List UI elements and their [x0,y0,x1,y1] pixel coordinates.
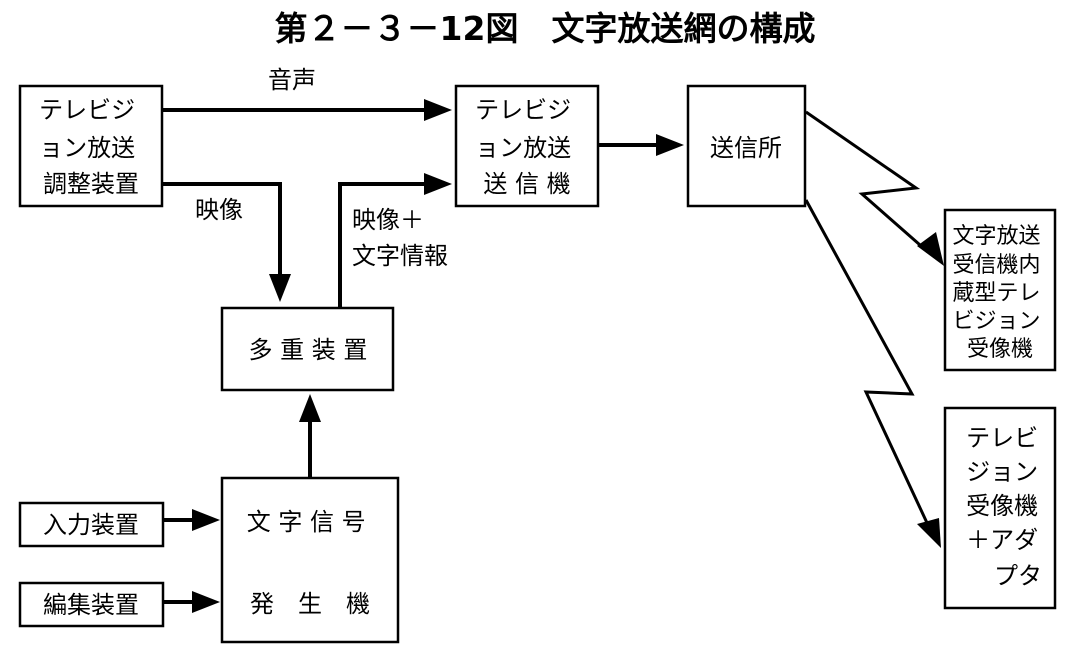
generator-box [220,476,400,644]
multiplexer-label: 多 重 装 置 [249,336,368,364]
video-arrowhead [269,274,291,302]
video-text-label: 映像＋ 文字情報 [352,206,448,270]
video-line [162,182,282,278]
generator-mux-arrowhead [299,394,321,422]
video-text-arrowhead [424,173,452,195]
station-arrowhead [656,134,684,156]
audio-arrowhead [424,99,452,121]
adapter-tv-box [943,406,1057,610]
generator-label: 文 字 信 号 発 生 機 [247,508,374,618]
input-device-box [18,501,165,548]
broadcast-bolt-lower [804,199,930,526]
video-text-line [338,182,428,308]
station-label: 送信所 [710,134,782,162]
adapter-tv-label: テレビ ジョン 受像機 ＋アダ プタ [966,424,1046,590]
diagram-title: 第２－３－12図 文字放送網の構成 [275,9,816,48]
adapter-tv-arrowhead [917,518,941,548]
multiplexer-box [220,306,395,392]
input-device-label: 入力装置 [43,511,139,539]
input-arrowhead [192,509,220,531]
builtin-tv-arrowhead [917,232,944,266]
video-label: 映像 [195,196,243,224]
editing-device-label: 編集装置 [43,591,139,619]
adjust-box [18,84,164,208]
transmitter-box [454,84,600,208]
editing-arrowhead [192,591,220,613]
adjust-label: テレビジ ョン放送 調整装置 [39,96,143,198]
broadcast-bolt-upper [805,110,929,254]
station-box [686,84,807,208]
builtin-tv-label: 文字放送 受信機内 蔵型テレ ビジョン 受像機 [952,224,1047,362]
editing-device-box [18,581,165,628]
audio-label: 音声 [268,66,316,94]
transmitter-label: テレビジ ョン放送 送 信 機 [475,96,579,198]
connector-lines [162,108,930,604]
arrowheads [192,99,944,613]
builtin-tv-box [943,208,1057,372]
